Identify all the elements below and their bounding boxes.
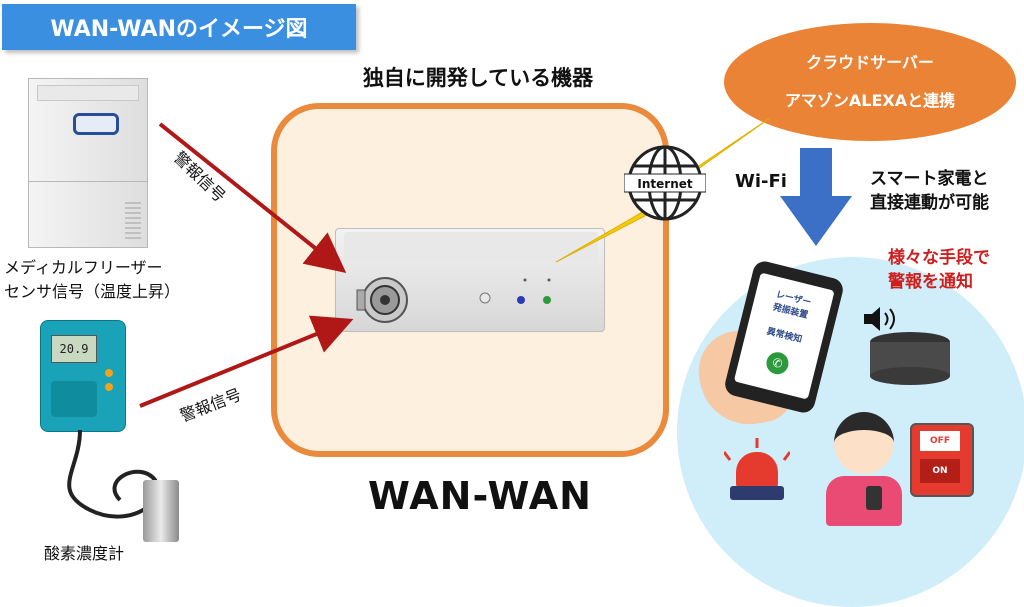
switch-on-label: ON bbox=[920, 459, 960, 483]
alert-means-text: 様々な手段で 警報を通知 bbox=[888, 246, 990, 294]
wifi-label: Wi-Fi bbox=[735, 171, 787, 192]
person-head bbox=[834, 412, 894, 474]
smart-home-line-1: スマート家電と bbox=[870, 169, 989, 189]
power-switch-icon: OFF ON bbox=[910, 423, 974, 497]
medical-freezer-image bbox=[28, 78, 148, 248]
freezer-divider bbox=[29, 181, 147, 182]
page-title: WAN-WANのイメージ図 bbox=[2, 4, 356, 50]
phone-text-3: 異常検知 bbox=[765, 326, 803, 346]
oxygen-caption: 酸素濃度計 bbox=[44, 544, 125, 563]
down-arrow-icon bbox=[780, 148, 852, 246]
internet-label: Internet bbox=[637, 177, 692, 191]
oxygen-probe bbox=[143, 480, 179, 542]
person-body bbox=[826, 476, 902, 526]
switch-off-label: OFF bbox=[920, 431, 960, 451]
freezer-caption-line-1: メディカルフリーザー bbox=[4, 258, 163, 277]
phone-screen: レーザー 発振装置 異常検知 ✆ bbox=[733, 272, 835, 400]
globe-icon: Internet bbox=[624, 145, 706, 221]
freezer-handle bbox=[73, 113, 119, 135]
blue-led-icon bbox=[517, 296, 525, 304]
power-button-icon bbox=[479, 292, 491, 304]
oxygen-button-icon bbox=[105, 369, 113, 377]
person-phone-icon bbox=[866, 486, 882, 510]
green-led-icon bbox=[543, 296, 551, 304]
cloud-line-1: クラウドサーバー bbox=[806, 53, 934, 72]
hardware-details bbox=[356, 277, 551, 323]
oxygen-reading: 20.9 bbox=[51, 335, 97, 363]
probe-cable bbox=[67, 430, 161, 519]
siren-light-icon bbox=[736, 452, 778, 488]
alert-means-line-1: 様々な手段で bbox=[888, 248, 990, 268]
device-heading: 独自に開発している機器 bbox=[362, 66, 594, 90]
smart-home-line-2: 直接連動が可能 bbox=[870, 193, 989, 213]
hardware-top-panel bbox=[344, 232, 598, 262]
freezer-caption-line-2: センサ信号（温度上昇） bbox=[4, 282, 181, 301]
siren-rays-icon bbox=[724, 438, 790, 461]
siren-base bbox=[730, 486, 784, 500]
smart-home-text: スマート家電と 直接連動が可能 bbox=[870, 167, 989, 215]
smart-speaker-image bbox=[870, 332, 950, 385]
speaker-sound-icon bbox=[864, 307, 895, 331]
cloud-server: クラウドサーバー アマゾンALEXAと連携 bbox=[724, 23, 1016, 141]
oxygen-signal-arrow bbox=[139, 315, 354, 408]
phone-call-icon: ✆ bbox=[764, 349, 791, 377]
cloud-line-2: アマゾンALEXAと連携 bbox=[784, 91, 956, 110]
oxygen-meter-image: 20.9 bbox=[40, 320, 126, 432]
freezer-caption: メディカルフリーザー センサ信号（温度上昇） bbox=[4, 256, 180, 304]
freezer-signal-arrow bbox=[158, 122, 347, 273]
oxygen-label-panel bbox=[51, 381, 97, 417]
freezer-panel bbox=[37, 85, 139, 101]
oxygen-button-icon bbox=[105, 383, 113, 391]
alert-means-line-2: 警報を通知 bbox=[888, 272, 973, 292]
device-name: WAN-WAN bbox=[368, 474, 592, 518]
freezer-vent bbox=[125, 199, 141, 239]
